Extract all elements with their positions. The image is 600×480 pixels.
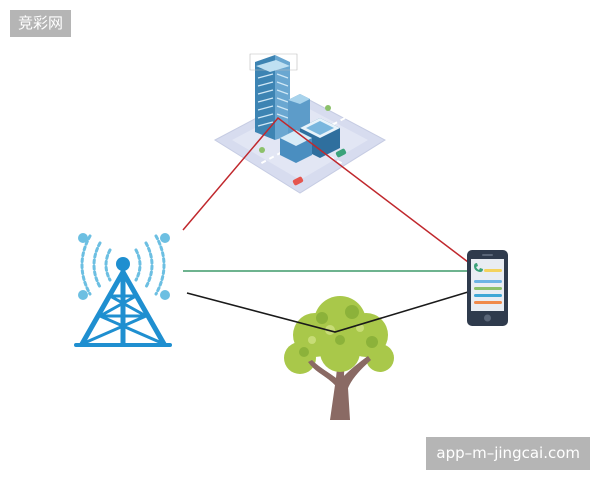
diffracted-path [186, 291, 469, 333]
smartphone-icon [467, 250, 508, 326]
signal-tower-icon [74, 233, 172, 347]
phone-call-icon [474, 263, 483, 272]
watermark-bottom: app–m–jingcai.com [426, 437, 590, 470]
tree-icon [284, 296, 394, 420]
city-building-icon [213, 53, 387, 194]
watermark-top: 竞彩网 [10, 10, 72, 37]
reflected-path [182, 116, 469, 263]
signal-paths [182, 116, 469, 272]
